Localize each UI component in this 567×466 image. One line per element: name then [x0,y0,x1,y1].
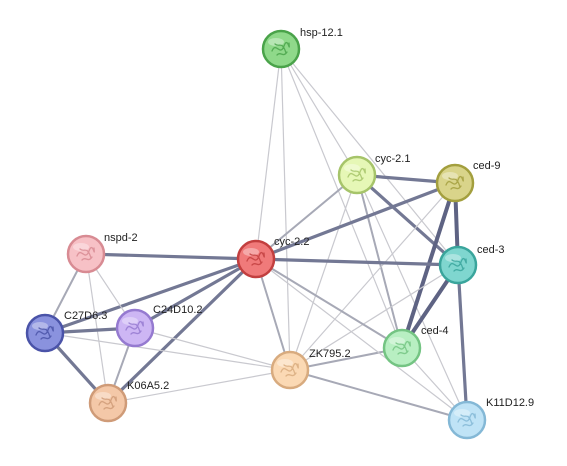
edge-hsp-12-1-cyc-2-1[interactable] [280,48,358,176]
node-ced-3[interactable]: ced-3 [438,244,505,285]
protein-structure-icon [445,175,464,190]
node-circle[interactable] [66,234,106,274]
node-label: ced-9 [473,160,501,172]
edge-cyc-2-2-k06a5-2[interactable] [106,257,258,405]
node-cyc-2-2[interactable]: cyc-2.2 [236,236,309,279]
edge-ced-9-zk795-2[interactable] [289,182,456,371]
node-cyc-2-1[interactable]: cyc-2.1 [337,153,410,195]
node-highlight [268,38,284,46]
node-highlight [454,409,470,417]
node-circle[interactable] [337,155,377,195]
node-circle[interactable] [115,308,155,348]
node-circle[interactable] [25,313,65,353]
edge-hsp-12-1-cyc-2-2[interactable] [255,48,282,260]
node-highlight [32,322,48,330]
node-highlight [243,248,259,256]
edge-cyc-2-2-c27d6-3[interactable] [43,257,258,335]
protein-structure-icon [125,320,144,335]
node-c27d6-3[interactable]: C27D6.3 [25,310,107,353]
node-highlight [442,172,458,180]
node-label: cyc-2.1 [375,153,410,165]
node-label: ced-4 [421,325,449,337]
node-circle[interactable] [88,383,128,423]
node-hsp-12-1[interactable]: hsp-12.1 [261,27,343,69]
edge-ced-4-cyc-2-2[interactable] [255,258,403,349]
edge-cyc-2-2-c24d10-2[interactable] [133,257,258,330]
node-highlight [95,392,111,400]
node-circle[interactable] [435,163,475,203]
node-nspd-2[interactable]: nspd-2 [66,232,138,274]
edge-cyc-2-1-zk795-2[interactable] [289,174,358,371]
edge-cyc-2-2-nspd-2[interactable] [84,252,258,261]
protein-structure-icon [76,246,95,261]
protein-structure-icon [246,251,265,266]
edge-ced-9-cyc-2-2[interactable] [254,181,457,261]
nodes-layer: hsp-12.1 cyc-2.1 ced-9 ced-3 cyc-2.2 nspd-2C2… [25,27,534,440]
edge-cyc-2-2-k11d12-9[interactable] [255,258,468,421]
protein-structure-icon [457,412,476,427]
node-circle[interactable] [236,239,276,279]
protein-structure-icon [448,257,467,272]
node-circle[interactable] [438,245,478,285]
node-label: nspd-2 [104,232,138,244]
edge-cyc-2-1-ced-3[interactable] [355,173,460,267]
node-highlight [277,359,293,367]
edge-hsp-12-1-zk795-2[interactable] [280,48,291,371]
node-highlight [122,317,138,325]
node-zk795-2[interactable]: ZK795.2 [270,348,351,390]
protein-structure-icon [98,395,117,410]
node-circle[interactable] [261,29,301,69]
edge-hsp-12-1-ced-3[interactable] [280,48,459,266]
node-ced-4[interactable]: ced-4 [382,325,449,368]
edge-ced-3-cyc-2-2[interactable] [254,257,460,267]
node-circle[interactable] [382,328,422,368]
edge-zk795-2-k11d12-9[interactable] [289,369,468,421]
node-ced-9[interactable]: ced-9 [435,160,501,203]
edge-hsp-12-1-ced-4[interactable] [280,48,403,349]
edge-ced-3-k11d12-9[interactable] [456,263,469,422]
node-highlight [73,243,89,251]
node-label: ced-3 [477,244,505,256]
node-label: C27D6.3 [64,310,107,322]
protein-structure-icon [347,167,366,182]
edge-cyc-2-1-k11d12-9[interactable] [356,174,468,421]
edge-ced-3-zk795-2[interactable] [289,264,459,371]
node-highlight [344,164,360,172]
node-label: C24D10.2 [153,304,203,316]
edge-nspd-2-k06a5-2[interactable] [85,253,109,404]
edge-cyc-2-2-zk795-2[interactable] [255,258,291,371]
edge-c24d10-2-zk795-2[interactable] [134,327,291,371]
protein-structure-icon [271,41,290,56]
node-label: K11D12.9 [486,397,534,409]
node-highlight [389,337,405,345]
node-circle[interactable] [270,350,310,390]
node-circle[interactable] [447,400,487,440]
node-label: K06A5.2 [127,380,169,392]
protein-structure-icon [35,325,54,340]
node-c24d10-2[interactable]: C24D10.2 [115,304,203,348]
node-label: hsp-12.1 [300,27,343,39]
node-highlight [445,254,461,262]
protein-structure-icon [392,340,411,355]
node-label: cyc-2.2 [274,236,309,248]
edge-c27d6-3-zk795-2[interactable] [44,332,291,371]
edge-k06a5-2-zk795-2[interactable] [107,369,291,404]
node-k06a5-2[interactable]: K06A5.2 [88,380,169,423]
node-k11d12-9[interactable]: K11D12.9 [447,397,534,440]
node-label: ZK795.2 [309,348,351,360]
protein-structure-icon [280,362,299,377]
edge-cyc-2-1-cyc-2-2[interactable] [255,174,358,260]
